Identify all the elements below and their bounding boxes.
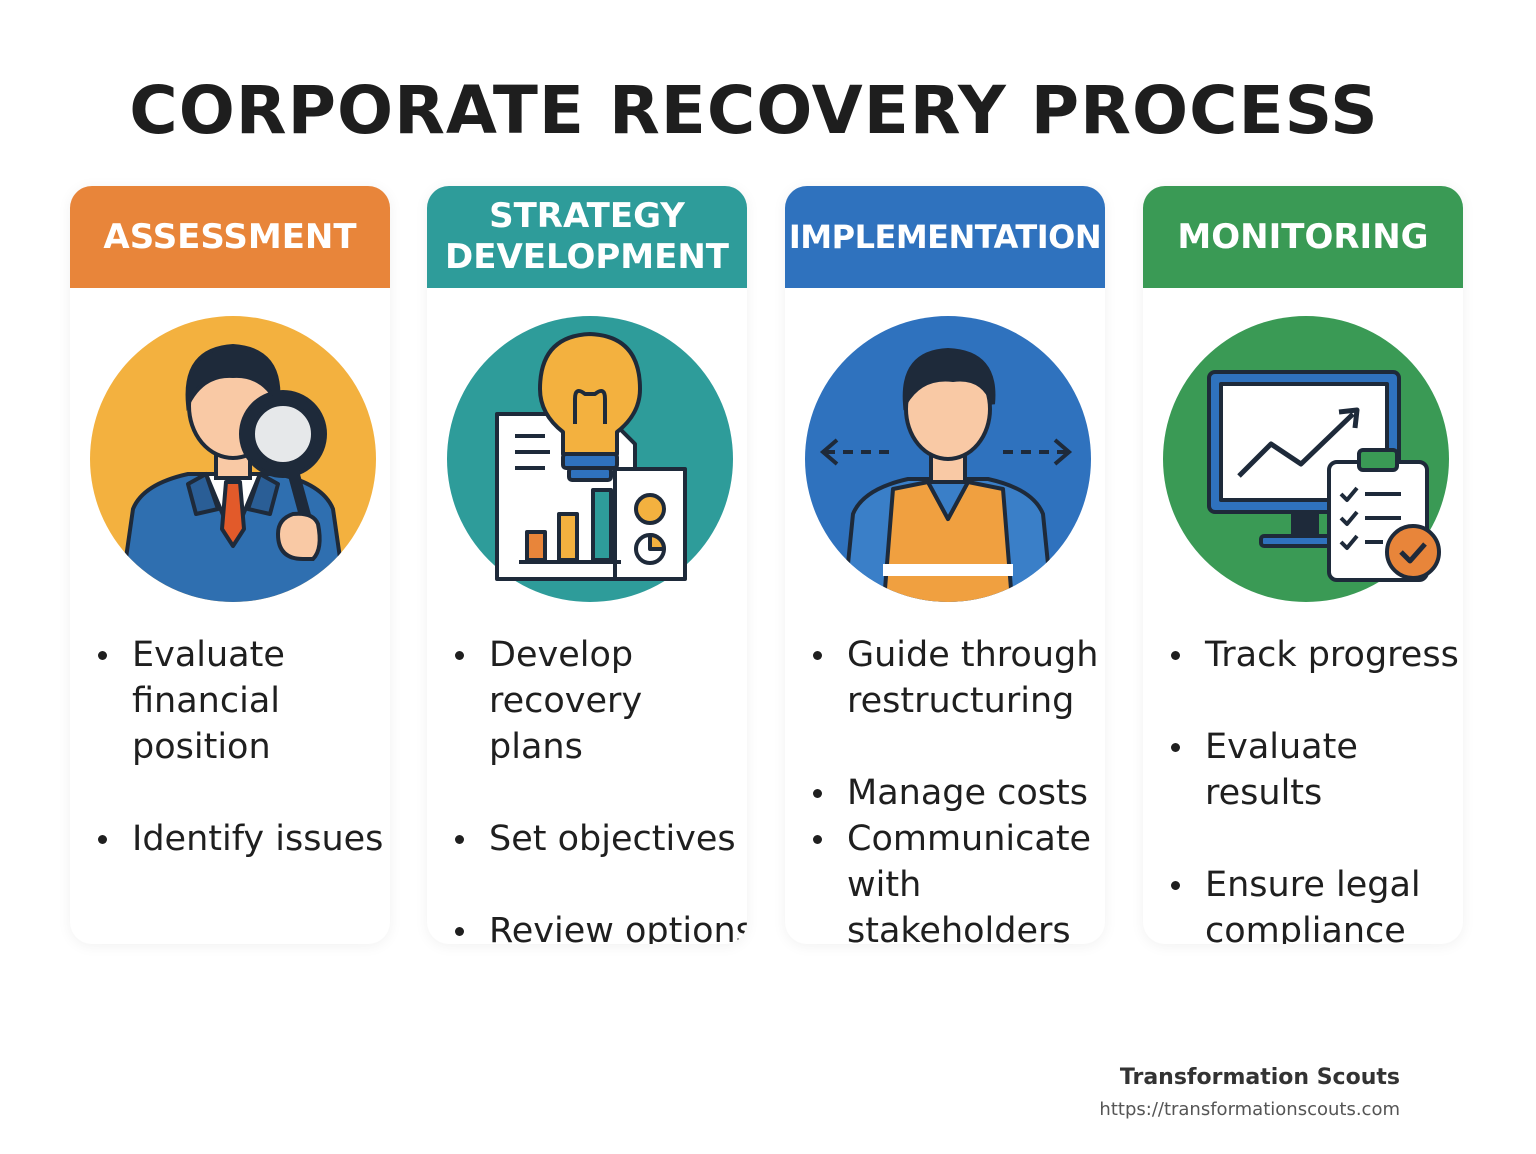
bullet-manage-costs: Manage costs	[813, 770, 1105, 816]
bullet-review-options: Review options	[455, 908, 747, 944]
worker-vest-arrows-icon	[805, 316, 1091, 602]
page-title: CORPORATE RECOVERY PROCESS	[129, 72, 1379, 149]
stage-card-implementation: IMPLEMENTATION Guide through restructuri…	[785, 186, 1105, 944]
stage-header-strategy-line1: STRATEGY	[489, 196, 685, 236]
bullet-evaluate-results: Evaluate results	[1171, 724, 1463, 816]
bullet-communicate-with-stakeholders: Communicate with stakeholders	[813, 816, 1105, 944]
bullet-track-progress: Track progress	[1171, 632, 1463, 678]
stage-header-strategy-line2: DEVELOPMENT	[445, 237, 729, 277]
bullet-identify-issues: Identify issues	[98, 816, 390, 862]
stage-card-assessment: ASSESSMENT Evaluate financial position I…	[70, 186, 390, 944]
stage-header-monitoring: MONITORING	[1143, 186, 1463, 288]
analyst-magnifier-icon	[90, 316, 376, 602]
stage-bullets-assessment: Evaluate financial position Identify iss…	[98, 632, 390, 908]
bullet-set-objectives: Set objectives	[455, 816, 747, 862]
stage-bullets-implementation: Guide through restructuring Manage costs…	[813, 632, 1105, 944]
stage-card-strategy: STRATEGY DEVELOPMENT Develop recovery pl…	[427, 186, 747, 944]
bullet-evaluate-financial-position: Evaluate financial position	[98, 632, 332, 770]
stage-card-monitoring: MONITORING Track progress Evaluate resul…	[1143, 186, 1463, 944]
brand-url[interactable]: https://transformationscouts.com	[1099, 1099, 1400, 1120]
bullet-develop-recovery-plans: Develop recovery plans	[455, 632, 719, 770]
lightbulb-report-icon	[447, 316, 733, 602]
brand-name: Transformation Scouts	[1119, 1065, 1400, 1090]
monitor-checklist-icon	[1163, 316, 1449, 602]
stage-bullets-strategy: Develop recovery plans Set objectives Re…	[455, 632, 747, 944]
stage-header-assessment: ASSESSMENT	[70, 186, 390, 288]
stage-header-implementation: IMPLEMENTATION	[785, 186, 1105, 288]
bullet-guide-through-restructuring: Guide through restructuring	[813, 632, 1105, 724]
stage-header-strategy: STRATEGY DEVELOPMENT	[427, 186, 747, 288]
bullet-ensure-legal-compliance: Ensure legal compliance	[1171, 862, 1445, 944]
stage-bullets-monitoring: Track progress Evaluate results Ensure l…	[1171, 632, 1463, 944]
